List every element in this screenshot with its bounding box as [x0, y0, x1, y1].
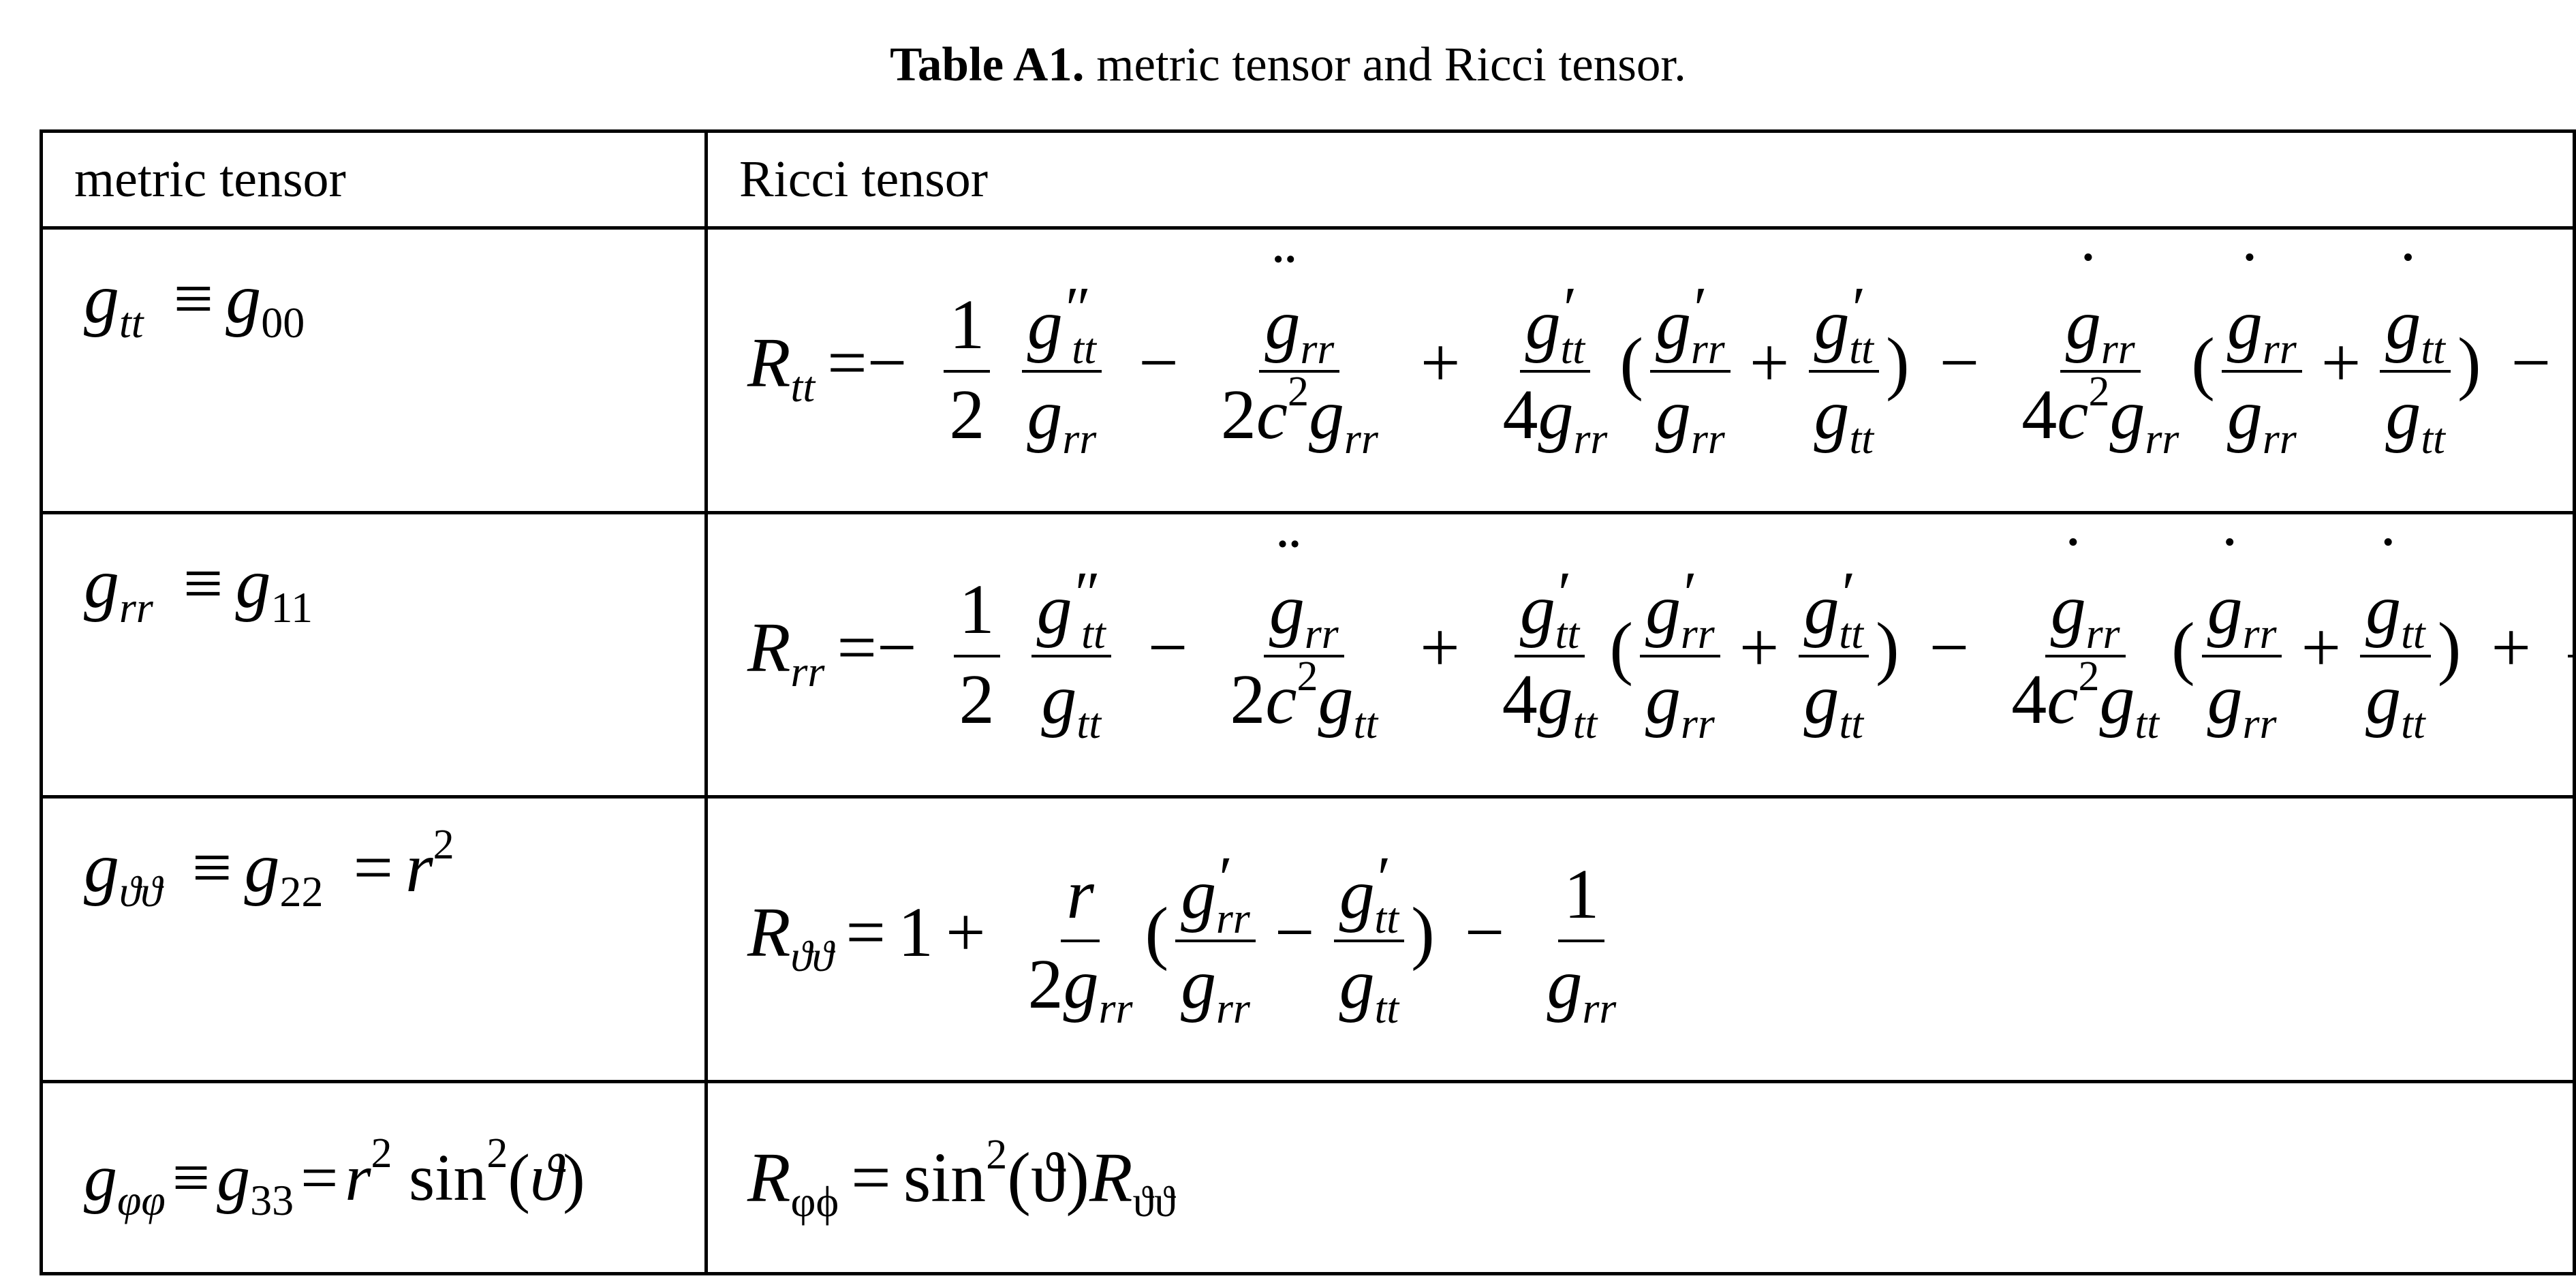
table-row: gφφ≡g33=r2 sin2(ϑ) Rφϕ=sin2(ϑ)Rϑϑ: [40, 1080, 2576, 1275]
metric-cell: grr ≡g11: [40, 510, 708, 799]
header-ricci-tensor: Ricci tensor: [704, 129, 2576, 230]
table-header-row: metric tensor Ricci tensor: [40, 129, 2576, 230]
table-caption: Table A1. metric tensor and Ricci tensor…: [0, 27, 2576, 102]
metric-formula: gtt ≡g00: [84, 259, 305, 347]
ricci-formula: Rφϕ=sin2(ϑ)Rϑϑ: [747, 1131, 1176, 1226]
metric-formula: gϑϑ ≡g22 =r2: [84, 822, 454, 916]
tensor-table: metric tensor Ricci tensor gtt ≡g00 Rtt=…: [40, 129, 2576, 1275]
caption-text: metric tensor and Ricci tensor.: [1096, 38, 1686, 91]
metric-cell: gtt ≡g00: [40, 226, 708, 514]
metric-cell: gϑϑ ≡g22 =r2: [40, 795, 708, 1084]
ricci-cell: Rφϕ=sin2(ϑ)Rϑϑ: [704, 1080, 2576, 1275]
metric-formula: gφφ≡g33=r2 sin2(ϑ): [84, 1130, 585, 1224]
header-metric-tensor: metric tensor: [40, 129, 708, 230]
metric-cell: gφφ≡g33=r2 sin2(ϑ): [40, 1080, 708, 1275]
metric-formula: grr ≡g11: [84, 544, 313, 632]
caption-label: Table A1.: [890, 38, 1085, 91]
